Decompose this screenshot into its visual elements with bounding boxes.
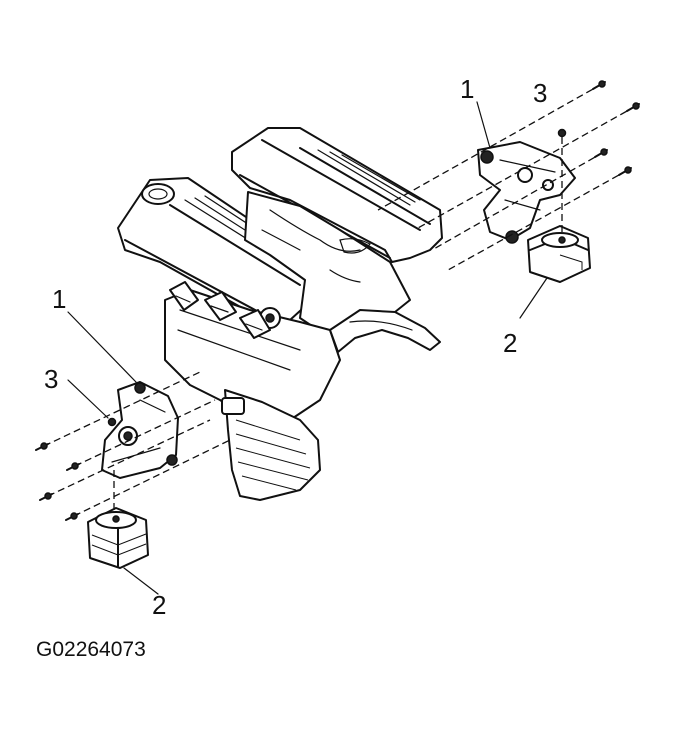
right-mount-nut	[557, 128, 567, 138]
callout-left-nut: 3	[44, 364, 58, 394]
right-mount-bolts	[377, 80, 640, 271]
callout-right-insulator: 2	[503, 328, 517, 358]
figure-id: G02264073	[36, 638, 146, 661]
left-engine-mount	[35, 311, 231, 595]
callout-right-bracket: 1	[460, 74, 474, 104]
callout-right-nut: 3	[533, 78, 547, 108]
right-mount-bracket	[477, 141, 576, 241]
callout-left-bracket: 1	[52, 284, 66, 314]
left-mount-bolts	[35, 371, 231, 521]
engine-assembly	[117, 127, 443, 501]
right-engine-mount	[377, 80, 640, 319]
callout-left-insulator: 2	[152, 590, 166, 620]
left-mount-nut	[107, 417, 117, 427]
left-mount-bracket	[101, 381, 179, 479]
